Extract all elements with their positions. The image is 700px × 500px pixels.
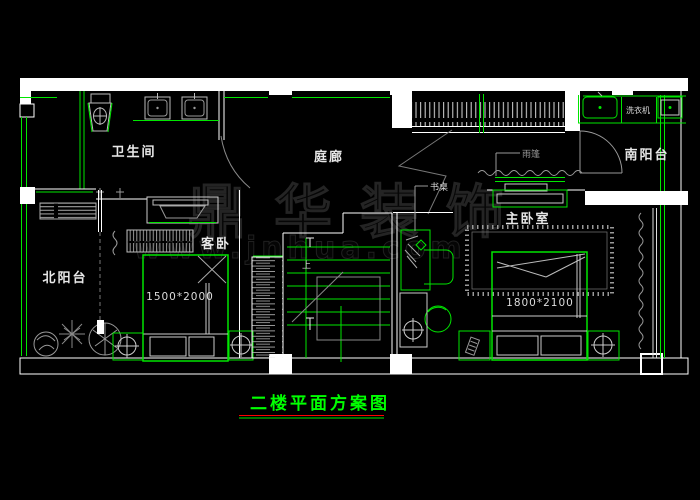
nightstand-lamp-icon xyxy=(587,330,620,361)
sink-icon xyxy=(144,93,171,120)
door-post xyxy=(97,320,104,334)
column xyxy=(390,354,412,374)
curtain-icon xyxy=(638,212,644,350)
south-balcony-label: 南阳台 xyxy=(624,147,669,163)
pillow xyxy=(149,336,187,357)
stair-up-label: 上 xyxy=(302,260,311,271)
wall-pier xyxy=(565,91,580,131)
wardrobe-icon xyxy=(126,229,194,253)
corridor-label: 庭廊 xyxy=(314,149,344,165)
door-swing xyxy=(220,135,251,189)
shelf-icon xyxy=(251,256,284,359)
corridor: 庭廊 xyxy=(224,91,580,215)
pillow xyxy=(188,336,215,357)
nightstand-lamp-icon xyxy=(112,332,144,361)
rug-icon xyxy=(465,225,614,296)
column xyxy=(612,78,633,95)
guest-bed-icon xyxy=(142,254,229,362)
staircase: 上 xyxy=(251,212,398,362)
toilet-icon xyxy=(87,93,113,133)
canopy-leader-line xyxy=(495,152,520,176)
wall xyxy=(585,191,688,205)
nightstand-remote-icon xyxy=(458,330,491,361)
left-window xyxy=(21,117,27,356)
column xyxy=(269,354,292,374)
sink-icon xyxy=(181,93,208,120)
master-bed-icon xyxy=(491,251,588,361)
headboard-cabinet-icon xyxy=(492,189,568,208)
desk-lamp-sketch xyxy=(404,235,421,269)
cabinet xyxy=(399,292,428,348)
lamp-icon xyxy=(415,239,427,251)
radiator-icon xyxy=(39,202,97,220)
bottom-wall xyxy=(19,357,689,375)
railing xyxy=(412,102,565,126)
column xyxy=(390,78,412,95)
curtain-icon xyxy=(112,230,118,256)
stair-void xyxy=(316,276,381,341)
desk-label: 书桌 xyxy=(430,181,448,193)
title-text: 二楼平面方案图 xyxy=(250,393,390,414)
canopy-label: 雨篷 xyxy=(522,148,540,160)
pillow xyxy=(496,335,539,356)
bathroom: 卫生间 xyxy=(20,91,251,193)
plant-icon xyxy=(59,320,85,348)
south-balcony: 洗衣机 南阳台 xyxy=(578,91,688,205)
wall-pier xyxy=(20,187,35,204)
pillow xyxy=(540,335,582,356)
top-wall xyxy=(20,78,688,91)
washing-machine-icon xyxy=(657,96,683,119)
column xyxy=(269,78,292,95)
north-balcony-label: 北阳台 xyxy=(42,270,87,286)
column xyxy=(640,353,663,375)
outer-walls xyxy=(19,78,689,375)
drawing-title: 二楼平面方案图 xyxy=(239,393,390,419)
bathroom-label: 卫生间 xyxy=(111,144,156,160)
guest-bedroom-label: 客卧 xyxy=(201,236,231,252)
desk-leader-line xyxy=(414,185,428,231)
master-bedroom-label: 主卧室 xyxy=(505,211,550,227)
master-bed-dimension: 1800*2100 xyxy=(506,297,574,309)
desk-icon xyxy=(424,249,454,285)
master-bedroom: 主卧室 1800*2100 xyxy=(393,148,657,361)
wall-pier xyxy=(19,103,35,118)
stair-arrow xyxy=(306,237,314,330)
guest-bed-dimension: 1500*2000 xyxy=(146,291,214,303)
stair-treads xyxy=(287,238,390,362)
plant-icon xyxy=(33,331,59,357)
chair-icon xyxy=(424,305,452,333)
guest-bedroom: 1500*2000 客卧 xyxy=(96,190,254,362)
tv-cabinet-icon xyxy=(146,196,219,224)
door-swing xyxy=(579,130,623,174)
right-window xyxy=(660,95,665,358)
washing-machine-label: 洗衣机 xyxy=(626,105,650,115)
void-outline xyxy=(397,129,453,215)
wall-pier xyxy=(392,91,412,128)
faucet-icon xyxy=(96,188,124,198)
plant-icon xyxy=(88,322,122,356)
north-balcony: 北阳台 xyxy=(33,188,124,357)
curtain-icon xyxy=(477,170,583,176)
nightstand-lamp-icon xyxy=(228,330,254,361)
balcony-sink-icon xyxy=(582,91,618,119)
